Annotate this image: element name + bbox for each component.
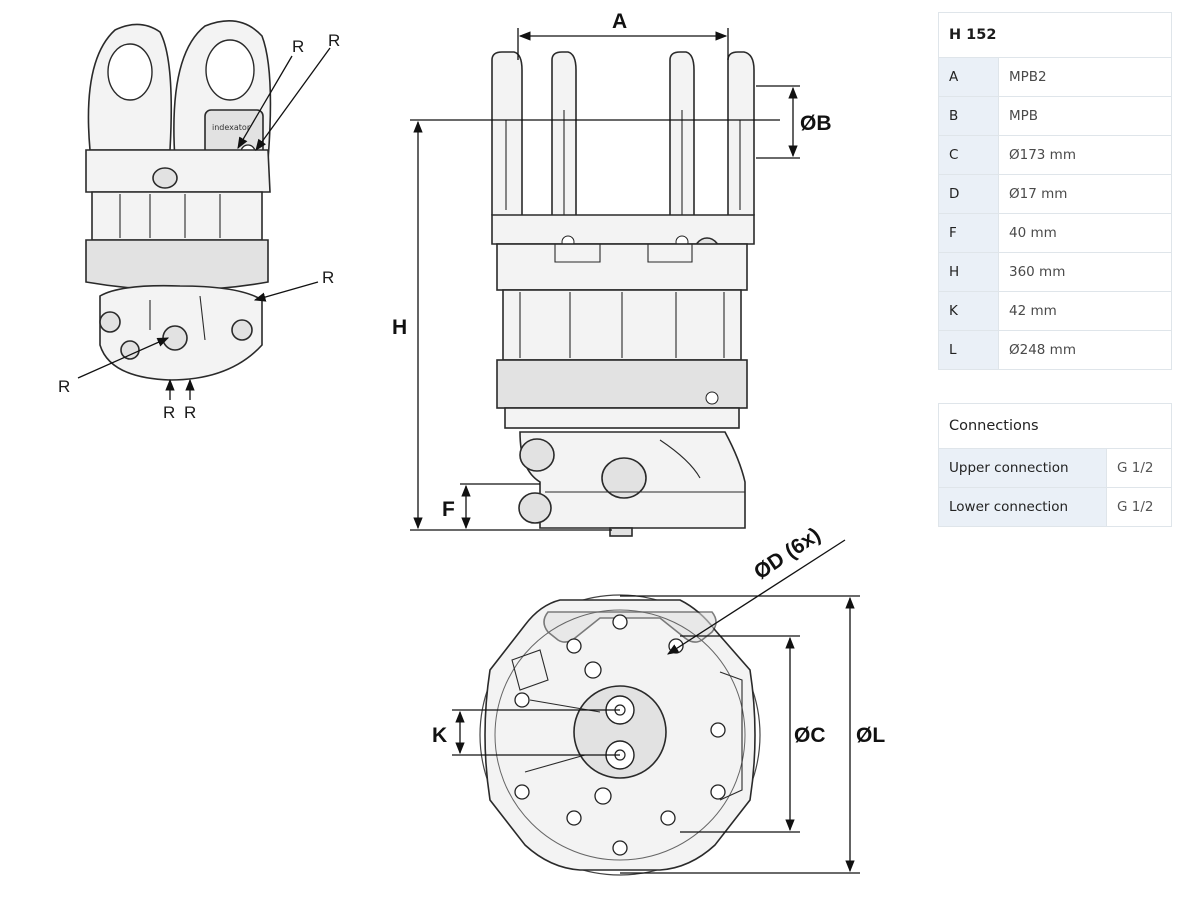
spec-key: C: [938, 135, 999, 175]
spec-value: MPB2: [998, 57, 1172, 97]
callout-r-6: R: [184, 403, 196, 422]
iso-callouts: R R R R R R: [58, 31, 340, 422]
spec-value: 360 mm: [998, 252, 1172, 292]
spec-key: D: [938, 174, 999, 214]
callout-r-5: R: [163, 403, 175, 422]
dim-label-h: H: [392, 316, 407, 339]
callout-r-4: R: [58, 377, 70, 396]
connection-key: Lower connection: [938, 487, 1107, 527]
dim-label-d: ØD (6x): [750, 523, 825, 584]
spec-value: 40 mm: [998, 213, 1172, 253]
isometric-rotator-view: indexator: [85, 20, 272, 381]
dim-label-a: A: [612, 10, 627, 33]
spec-key: A: [938, 57, 999, 97]
dim-label-c: ØC: [794, 724, 826, 747]
callout-r-2: R: [328, 31, 340, 50]
spec-value: MPB: [998, 96, 1172, 136]
spec-value: Ø248 mm: [998, 330, 1172, 370]
side-view-dimensions: A ØB H F: [392, 10, 832, 531]
spec-value: Ø173 mm: [998, 135, 1172, 175]
spec-key: K: [938, 291, 999, 331]
spec-key: B: [938, 96, 999, 136]
spec-key: H: [938, 252, 999, 292]
spec-key: L: [938, 330, 999, 370]
technical-drawing: indexator R R R R R R: [58, 10, 885, 876]
brand-mark: indexator: [212, 123, 251, 132]
spec-value: Ø17 mm: [998, 174, 1172, 214]
callout-r-1: R: [292, 37, 304, 56]
spec-value: 42 mm: [998, 291, 1172, 331]
dim-label-b: ØB: [800, 112, 832, 135]
spec-key: F: [938, 213, 999, 253]
dim-label-k: K: [432, 724, 447, 747]
dim-label-l: ØL: [856, 724, 885, 747]
connection-key: Upper connection: [938, 448, 1107, 488]
connections-table-title: Connections: [938, 403, 1172, 449]
side-view: [491, 51, 755, 537]
connection-value: G 1/2: [1106, 487, 1172, 527]
callout-r-3: R: [322, 268, 334, 287]
connection-value: G 1/2: [1106, 448, 1172, 488]
dim-label-f: F: [442, 498, 455, 521]
spec-table-title: H 152: [938, 12, 1172, 58]
bottom-view: [479, 594, 761, 876]
